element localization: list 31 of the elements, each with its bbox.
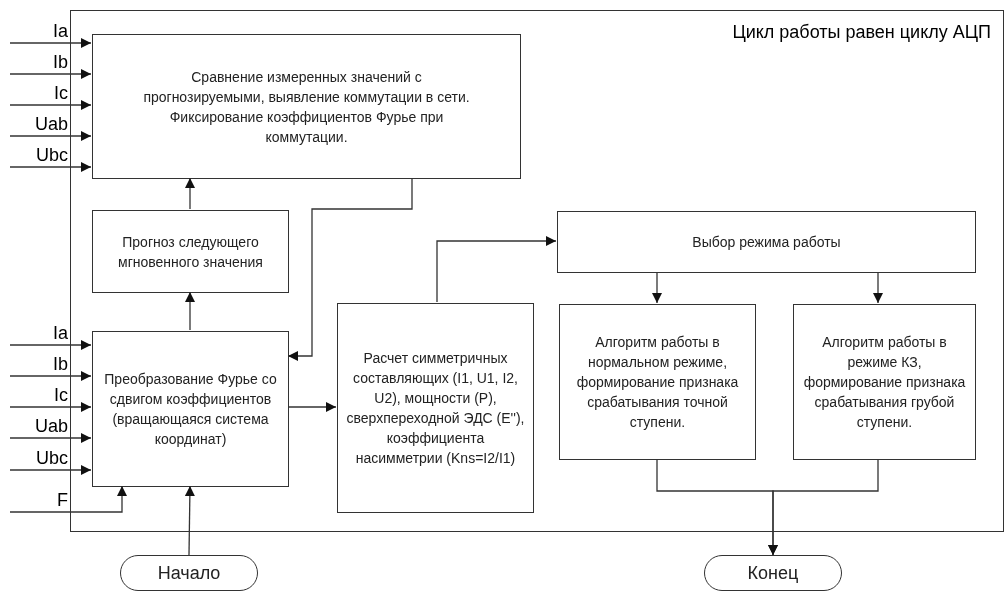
arrow xyxy=(873,271,883,304)
arrow xyxy=(9,402,92,412)
process-box: Сравнение измеренных значений с прогнозируемыми, выявление коммутации в сети. Фиксирование коэффициентов Фурье при коммутации. xyxy=(92,34,521,179)
arrow xyxy=(436,236,557,303)
arrow xyxy=(9,69,92,79)
arrow xyxy=(9,485,127,513)
process-box: Алгоритм работы в нормальном режиме, формирование признака срабатывания точной ступени. xyxy=(559,304,756,460)
process-box: Расчет симметричных составляющих (I1, U1, I2, U2), мощности (P), сверхпереходной ЭДС (E''), коэффициента насимметрии (Kns=I2/I1) xyxy=(337,303,534,513)
arrow xyxy=(9,131,92,141)
arrow xyxy=(9,162,92,172)
arrow xyxy=(768,458,879,556)
process-box: Прогноз следующего мгновенного значения xyxy=(92,210,289,293)
arrow xyxy=(185,291,195,331)
cycle-title: Цикл работы равен циклу АЦП xyxy=(732,21,991,44)
arrow xyxy=(9,100,92,110)
process-box: Выбор режима работы xyxy=(557,211,976,273)
arrow xyxy=(184,485,195,556)
arrow xyxy=(9,433,92,443)
arrow xyxy=(652,271,662,304)
terminal-pill: Конец xyxy=(704,555,842,591)
arrow xyxy=(287,177,413,361)
arrow xyxy=(9,465,92,475)
arrow xyxy=(185,177,195,210)
process-box: Алгоритм работы в режиме КЗ, формирование признака срабатывания грубой ступени. xyxy=(793,304,976,460)
process-box: Преобразование Фурье со сдвигом коэффициентов (вращающаяся система координат) xyxy=(92,331,289,487)
arrow xyxy=(9,38,92,48)
terminal-pill: Начало xyxy=(120,555,258,591)
arrow xyxy=(9,340,92,350)
arrow xyxy=(9,371,92,381)
arrow xyxy=(287,402,337,412)
cycle-frame xyxy=(70,10,1004,532)
